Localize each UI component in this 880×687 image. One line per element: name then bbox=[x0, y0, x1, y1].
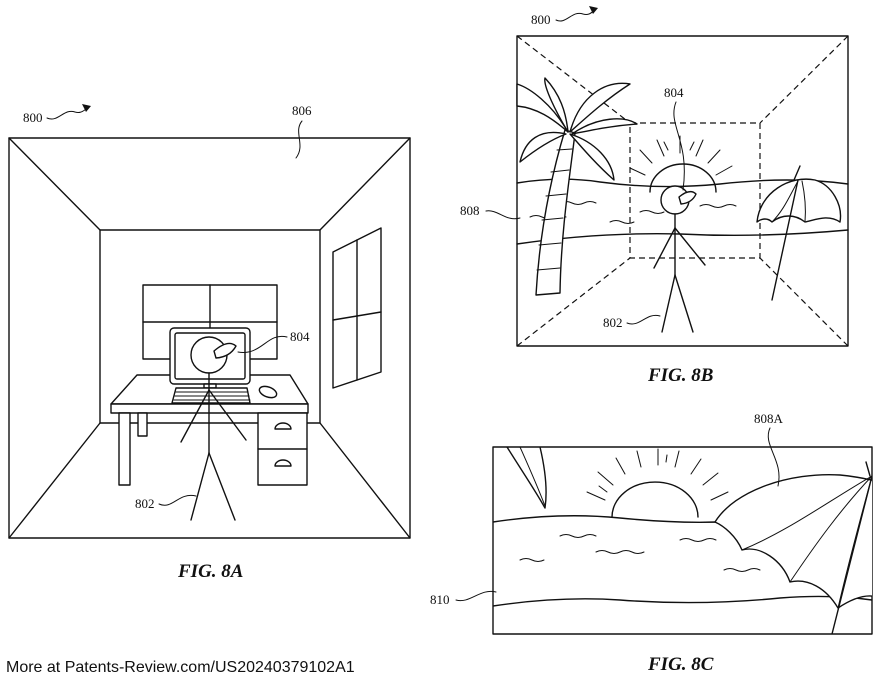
ref-810: 810 bbox=[430, 592, 450, 607]
source-footer-text: More at Patents-Review.com/US20240379102… bbox=[6, 659, 355, 676]
palm-leaf-8c bbox=[506, 447, 547, 509]
ref-802-b: 802 bbox=[603, 315, 623, 330]
sun-8c bbox=[586, 448, 729, 518]
beach-umbrella-8c bbox=[714, 461, 872, 634]
fig-8a: 800 806 804 802 FIG. 8A bbox=[8, 103, 411, 582]
ref-804-a: 804 bbox=[290, 329, 310, 344]
ref-800-b: 800 bbox=[531, 12, 551, 27]
side-window bbox=[332, 227, 382, 389]
caption-fig-8b: FIG. 8B bbox=[647, 365, 713, 386]
ref-804-b: 804 bbox=[664, 85, 684, 100]
palm-tree bbox=[516, 77, 638, 296]
caption-fig-8a: FIG. 8A bbox=[177, 561, 243, 582]
ref-806: 806 bbox=[292, 103, 312, 118]
room-back-wall bbox=[99, 229, 321, 424]
fig-8b: 800 804 808 802 FIG. 8B bbox=[460, 6, 849, 386]
user-figure-8a bbox=[180, 336, 247, 521]
room-outline-dashed bbox=[629, 122, 761, 259]
ref-808a: 808A bbox=[754, 411, 784, 426]
sun-8b bbox=[629, 135, 733, 193]
beach-umbrella-8b bbox=[756, 165, 842, 301]
ref-802-a: 802 bbox=[135, 496, 155, 511]
ref-800-a: 800 bbox=[23, 110, 43, 125]
fig-8c: 808A 810 FIG. 8C bbox=[430, 411, 873, 675]
vr-outer-frame bbox=[516, 35, 849, 347]
room-outer-frame bbox=[8, 137, 411, 539]
user-figure-8b bbox=[653, 185, 706, 333]
caption-fig-8c: FIG. 8C bbox=[647, 654, 714, 675]
ref-808: 808 bbox=[460, 203, 480, 218]
